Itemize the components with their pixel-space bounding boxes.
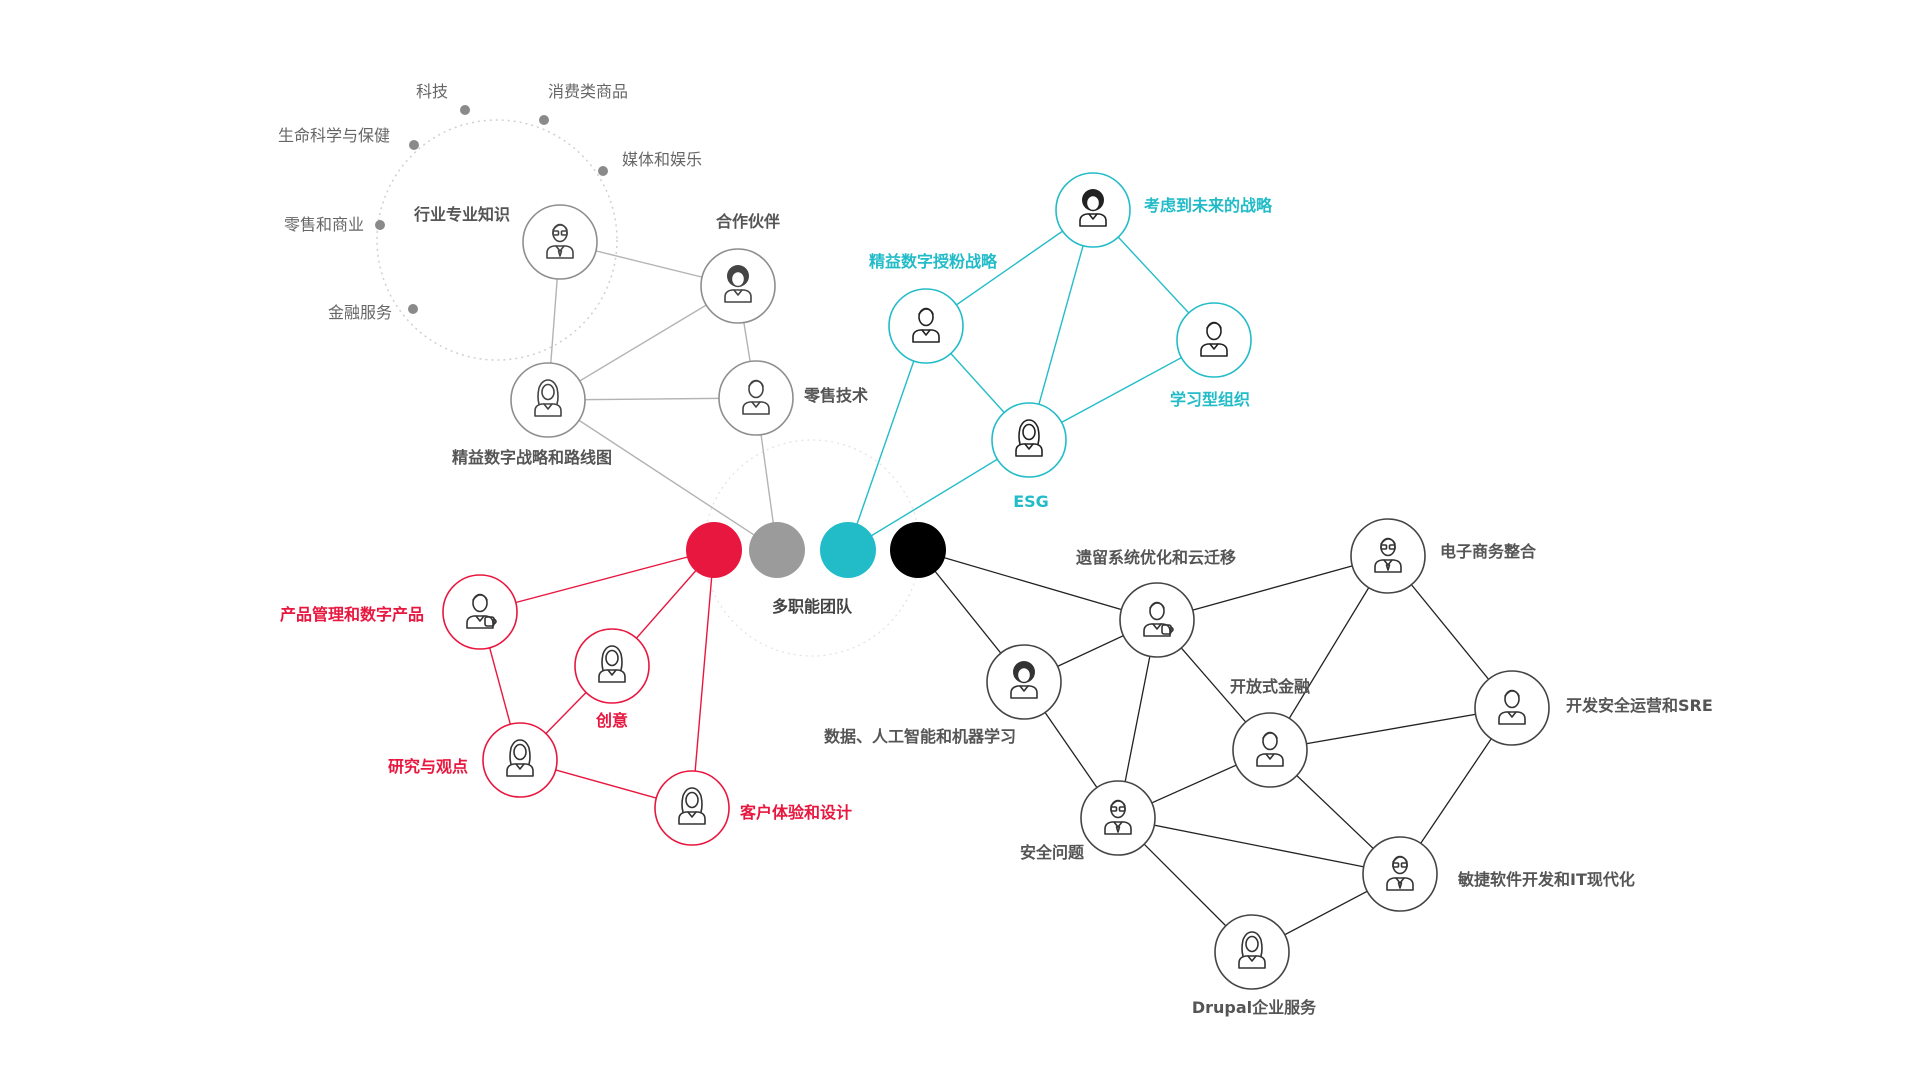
person-with-cup-icon — [466, 593, 497, 629]
label-data-ai-ml: 数据、人工智能和机器学习 — [823, 727, 1017, 746]
label-open-finance: 开放式金融 — [1229, 677, 1311, 696]
edge-g3-hub-gray — [547, 399, 778, 551]
industry-dot — [460, 105, 470, 115]
person-long-hair-icon — [534, 379, 562, 417]
person-with-cup-icon — [1143, 601, 1174, 637]
edge-k1-hub-black — [917, 549, 1158, 621]
person-long-hair-icon — [598, 645, 626, 683]
hub-red-circle — [686, 522, 742, 578]
industry-dot — [598, 166, 608, 176]
node-k6 — [1080, 780, 1156, 856]
hub-teal-circle — [820, 522, 876, 578]
edge-t2-hub-teal — [847, 325, 927, 551]
label-cx-design: 客户体验和设计 — [740, 803, 853, 822]
label-learning-org: 学习型组织 — [1169, 390, 1251, 409]
node-r1 — [442, 574, 518, 650]
node-g1 — [522, 204, 598, 280]
industry-item-life-sciences: 生命科学与保健 — [277, 126, 390, 145]
person-glasses-tie-icon — [1374, 537, 1402, 573]
edge-t1-t4 — [1028, 209, 1094, 441]
node-k2 — [1350, 518, 1426, 594]
label-devsecops-sre: 开发安全运营和SRE — [1566, 696, 1713, 715]
label-security: 安全问题 — [1019, 843, 1085, 862]
person-long-hair-icon — [506, 739, 534, 777]
person-icon — [742, 379, 770, 415]
hub-gray-circle — [749, 522, 805, 578]
industry-item-media: 媒体和娱乐 — [622, 150, 703, 169]
label-partners: 合作伙伴 — [715, 212, 781, 231]
label-legacy-cloud: 遗留系统优化和云迁移 — [1075, 548, 1237, 567]
node-r3 — [482, 722, 558, 798]
label-product-management: 产品管理和数字产品 — [279, 605, 424, 624]
label-research: 研究与观点 — [387, 757, 468, 776]
edge-r1-hub-red — [479, 549, 715, 613]
person-long-hair-icon — [1238, 931, 1266, 969]
label-creative: 创意 — [595, 711, 629, 730]
node-g4 — [718, 360, 794, 436]
label-agile-it: 敏捷软件开发和IT现代化 — [1458, 870, 1635, 889]
node-g2 — [700, 248, 776, 324]
label-lean-pollination: 精益数字授粉战略 — [868, 252, 998, 271]
node-k3 — [986, 644, 1062, 720]
person-curly-hair-icon — [1010, 661, 1038, 699]
person-curly-hair-icon — [1079, 189, 1107, 227]
person-long-hair-icon — [678, 787, 706, 825]
person-glasses-tie-icon — [1104, 799, 1132, 835]
node-g3 — [510, 362, 586, 438]
industry-dot — [408, 304, 418, 314]
edge-r4-hub-red — [691, 549, 715, 809]
node-k8 — [1214, 914, 1290, 990]
label-ecommerce: 电子商务整合 — [1440, 542, 1537, 561]
industry-label: 行业专业知识 — [413, 205, 511, 224]
node-t3 — [1176, 302, 1252, 378]
label-drupal: Drupal企业服务 — [1191, 998, 1317, 1017]
industry-item-tech: 科技 — [415, 82, 449, 101]
industry-dot — [375, 220, 385, 230]
node-k1 — [1119, 582, 1195, 658]
node-r4 — [654, 770, 730, 846]
label-esg: ESG — [1013, 492, 1049, 511]
industry-item-consumer-goods: 消费类商品 — [547, 82, 629, 101]
center-label: 多职能团队 — [771, 597, 853, 616]
edge-k2-k4 — [1269, 555, 1389, 751]
person-icon — [912, 307, 940, 343]
person-icon — [1256, 731, 1284, 767]
edge-k1-k2 — [1156, 555, 1389, 621]
industry-dot — [409, 140, 419, 150]
node-t1 — [1055, 172, 1131, 248]
label-retail-tech: 零售技术 — [804, 386, 869, 405]
person-icon — [1200, 321, 1228, 357]
hub-black-circle — [890, 522, 946, 578]
person-long-hair-icon — [1015, 419, 1043, 457]
person-icon — [1498, 689, 1526, 725]
label-lean-digital-roadmap: 精益数字战略和路线图 — [451, 448, 613, 467]
industry-dot — [539, 115, 549, 125]
person-glasses-tie-icon — [1386, 855, 1414, 891]
person-curly-hair-icon — [724, 265, 752, 303]
node-k4 — [1232, 712, 1308, 788]
industry-item-finance: 金融服务 — [327, 303, 392, 322]
edge-k6-k7 — [1117, 817, 1401, 875]
industry-ring — [376, 119, 618, 361]
node-k5 — [1474, 670, 1550, 746]
node-r2 — [574, 628, 650, 704]
node-t4 — [991, 402, 1067, 478]
node-k7 — [1362, 836, 1438, 912]
person-glasses-tie-icon — [546, 223, 574, 259]
edge-k4-k5 — [1269, 707, 1513, 751]
industry-item-retail: 零售和商业 — [283, 215, 364, 234]
label-future-strategy: 考虑到未来的战略 — [1144, 196, 1273, 215]
node-t2 — [888, 288, 964, 364]
